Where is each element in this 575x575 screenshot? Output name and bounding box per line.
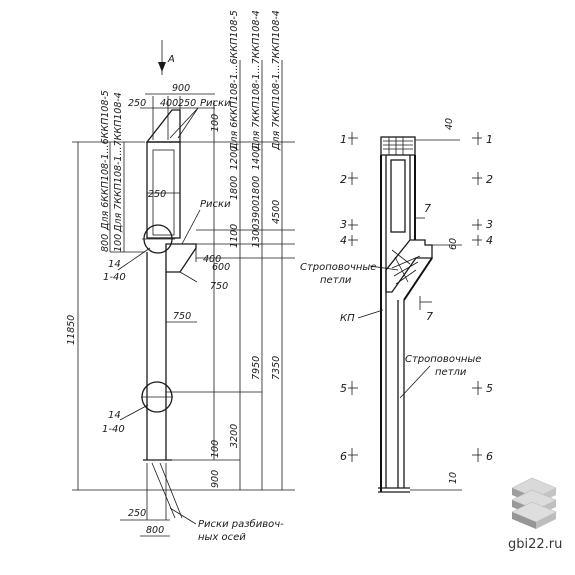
dim-600-label: 600 — [212, 262, 230, 273]
col1-val-4: 3900 — [251, 200, 262, 224]
col3-note: Для 7ККП108-1...7ККП108-4 — [271, 10, 282, 151]
dim-top-part-1: 250 — [128, 98, 146, 109]
cut-marks-right: 1 2 3 4 5 6 — [472, 132, 493, 463]
dim-750-v-label: 750 — [210, 281, 228, 292]
dim-800-label: 800 — [100, 234, 111, 252]
marks-mid-label: Риски — [200, 199, 231, 210]
marks-bottom-label-1: Риски разбивоч- — [198, 518, 284, 530]
marks-top-label: Риски — [200, 98, 231, 109]
part-14-lower: 14 — [108, 410, 121, 421]
site-watermark: gbi22.ru — [508, 477, 562, 552]
lifting-loops-lower-2: петли — [435, 367, 467, 378]
left-note-a: Для 6ККП108-1...6ККП108-5 — [100, 90, 111, 231]
lifting-loops-lower-1: Строповочные — [405, 354, 481, 365]
col2-note: Для 7ККП108-1...7ККП108-4 — [251, 10, 262, 151]
cut-1-right: 1 — [486, 133, 493, 146]
dim-3200-label: 3200 — [229, 424, 240, 448]
part-14-lower-ref: 1-40 — [102, 424, 125, 435]
lifting-loops-upper-1: Строповочные — [300, 262, 376, 273]
col1-val-2: 1200 — [229, 146, 240, 170]
cut-3-left: 3 — [340, 218, 347, 231]
part-14-upper: 14 — [108, 259, 121, 270]
column-elevation: А 900 250 400 250 Риски 250 14 1-40 Риск… — [66, 10, 295, 543]
cut-3-right: 3 — [486, 218, 493, 231]
column-head — [145, 109, 181, 143]
col1-val-5: 1100 — [229, 224, 240, 248]
cut-1-left: 1 — [340, 133, 347, 146]
cut-5-right: 5 — [486, 382, 493, 395]
col1-val-1: 100 — [210, 114, 221, 132]
col1-note: Для 6ККП108-1...6ККП108-5 — [229, 10, 240, 151]
col1-val-3: 1800 — [229, 176, 240, 200]
cut-4-right: 4 — [486, 234, 493, 247]
section-corbel — [385, 239, 433, 293]
site-name: gbi22.ru — [508, 537, 562, 552]
dim-bottom-a: 250 — [128, 508, 146, 519]
dim-900-label: 900 — [210, 470, 221, 488]
cut-6-left: 6 — [340, 450, 347, 463]
dim-100-label: 100 — [210, 440, 221, 458]
section-upper-window — [390, 159, 406, 233]
kp-label: КП — [340, 313, 355, 324]
cut-6-right: 6 — [486, 450, 493, 463]
dim-top-part-3: 250 — [178, 98, 196, 109]
section-dim-top: 40 — [444, 118, 455, 130]
lifting-loops-upper-2: петли — [320, 275, 352, 286]
col2-val-4: 1300 — [251, 224, 262, 248]
col2-val-1: 1400 — [251, 146, 262, 170]
section-dim-mid: 60 — [448, 238, 459, 250]
cut-4-left: 4 — [340, 234, 347, 247]
col3-val-1: 4500 — [271, 200, 282, 224]
view-arrow-label: А — [167, 54, 175, 65]
marks-bottom-label-2: ных осей — [198, 532, 246, 543]
dim-top-total: 900 — [172, 83, 190, 94]
column-upper-shaft — [146, 141, 181, 239]
dim-7350-label: 7350 — [271, 356, 282, 380]
view-arrow-head — [158, 62, 166, 72]
left-note-b: Для 7ККП108-1...7ККП108-4 — [113, 92, 124, 233]
cut-5-left: 5 — [340, 382, 347, 395]
cut-7-bottom: 7 — [426, 310, 433, 323]
stacked-slabs-logo — [511, 477, 557, 529]
column-corbel — [165, 243, 197, 273]
column-section: 40 60 10 1 2 3 4 — [300, 118, 493, 493]
dim-bottom-b: 800 — [146, 525, 164, 536]
dim-100-left-label: 100 — [113, 234, 124, 252]
column-upper-inner — [152, 149, 175, 236]
part-14-upper-ref: 1-40 — [103, 272, 126, 283]
cut-7-top: 7 — [424, 202, 431, 215]
cut-2-right: 2 — [486, 173, 493, 186]
cut-marks-left: 1 2 3 4 5 6 — [340, 132, 358, 463]
col2-val-2: 1800 — [251, 176, 262, 200]
dim-7950-label: 7950 — [251, 356, 262, 380]
section-top-cap — [380, 136, 416, 156]
dim-rib-label: 750 — [173, 311, 191, 322]
dim-top-part-2: 400 — [160, 98, 178, 109]
section-dim-bottom: 10 — [448, 472, 459, 484]
cut-2-left: 2 — [340, 173, 347, 186]
dim-total-label: 11850 — [66, 315, 77, 345]
dim-400-label: 400 — [203, 254, 221, 265]
dim-mid-width: 250 — [148, 189, 166, 200]
